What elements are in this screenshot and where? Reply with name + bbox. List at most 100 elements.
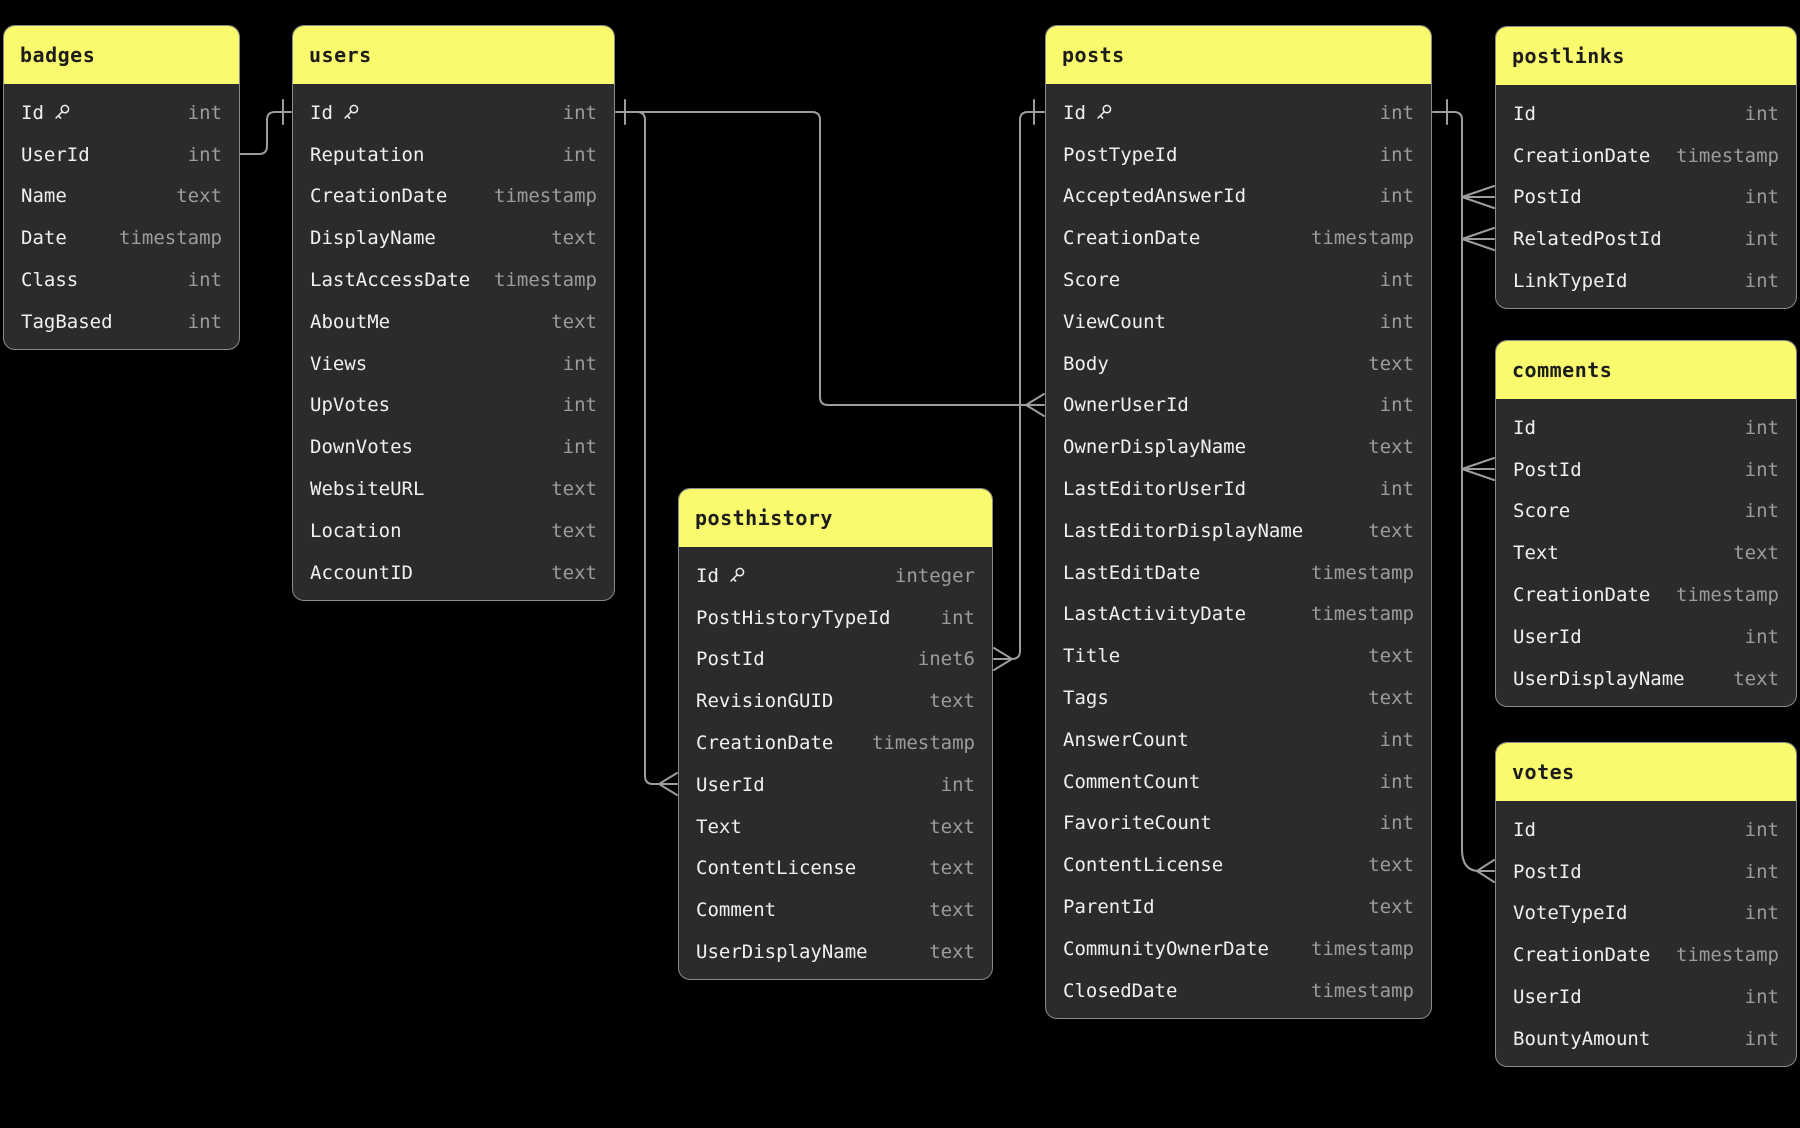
field-type: text: [929, 815, 975, 838]
field-type: timestamp: [1311, 227, 1414, 250]
field-name: LastEditDate: [1063, 562, 1200, 584]
field-name-label: Comment: [696, 899, 777, 922]
field-name: PostTypeId: [1063, 144, 1177, 166]
field-type: timestamp: [1311, 561, 1414, 584]
many-marker-comments-postid: [1461, 457, 1495, 481]
field-name-label: Text: [1513, 542, 1559, 565]
field-name-label: Id: [1513, 818, 1536, 841]
table-title: comments: [1512, 358, 1613, 382]
table-users-header[interactable]: users: [293, 26, 614, 84]
table-comments-header[interactable]: comments: [1496, 341, 1796, 399]
field-type: int: [1744, 1027, 1779, 1050]
field-name: UserId: [21, 144, 90, 166]
field-name-label: Score: [1513, 500, 1571, 523]
field-name-label: LastEditorUserId: [1063, 478, 1247, 501]
field-name: CreationDate: [1513, 944, 1650, 966]
field-name: ViewCount: [1063, 311, 1166, 333]
table-votes-header[interactable]: votes: [1496, 743, 1796, 801]
primary-key-icon: [730, 568, 745, 583]
field-name: TagBased: [21, 311, 113, 333]
field-type: int: [1379, 770, 1414, 793]
field-name: CreationDate: [310, 185, 447, 207]
field-name-label: UpVotes: [310, 394, 391, 417]
many-marker-posthistory-postid: [993, 647, 1013, 671]
field-type: text: [929, 899, 975, 922]
relationship-posts-owneruserid-users-id: [615, 99, 1045, 417]
field-name-label: PostId: [1513, 458, 1582, 481]
field-name-label: Name: [21, 185, 67, 208]
field-type: int: [562, 143, 597, 166]
field-name-label: DownVotes: [310, 436, 413, 459]
field-name: VoteTypeId: [1513, 902, 1627, 924]
field-name-label: PostId: [1513, 186, 1582, 209]
field-name-label: PostId: [696, 648, 765, 671]
field-name: UserId: [1513, 626, 1582, 648]
field-name: AboutMe: [310, 311, 390, 333]
table-title: users: [309, 43, 372, 67]
field-name-label: OwnerUserId: [1063, 394, 1189, 417]
field-type: text: [1368, 687, 1414, 710]
field-type: int: [1379, 269, 1414, 292]
field-name: UpVotes: [310, 394, 390, 416]
field-name: Id: [21, 102, 70, 124]
field-name-label: ContentLicense: [696, 857, 857, 880]
table-posts-header[interactable]: posts: [1046, 26, 1431, 84]
table-postlinks-header[interactable]: postlinks: [1496, 27, 1796, 85]
field-name: PostId: [696, 648, 765, 670]
field-type: int: [1379, 143, 1414, 166]
table-posthistory-header[interactable]: posthistory: [679, 489, 992, 547]
field-type: int: [1744, 228, 1779, 251]
field-name: Id: [1513, 417, 1536, 439]
field-type: text: [551, 227, 597, 250]
field-type: int: [1379, 101, 1414, 124]
table-badges-header[interactable]: badges: [4, 26, 239, 84]
relationship-badges-userid-users-id: [239, 99, 292, 155]
field-name-label: Class: [21, 269, 79, 292]
field-name: Title: [1063, 645, 1120, 667]
field-type: int: [1744, 625, 1779, 648]
primary-key-icon: [344, 105, 359, 120]
field-name-label: UserId: [1513, 986, 1582, 1009]
field-name: AcceptedAnswerId: [1063, 185, 1246, 207]
field-type: text: [551, 561, 597, 584]
field-name-label: UserDisplayName: [696, 941, 868, 964]
field-name-label: Text: [696, 815, 742, 838]
field-name-label: Score: [1063, 269, 1121, 292]
field-name: OwnerDisplayName: [1063, 436, 1246, 458]
field-type: int: [187, 269, 222, 292]
field-name-label: LastEditorDisplayName: [1063, 519, 1304, 542]
field-type: int: [1744, 500, 1779, 523]
field-type: text: [1368, 352, 1414, 375]
